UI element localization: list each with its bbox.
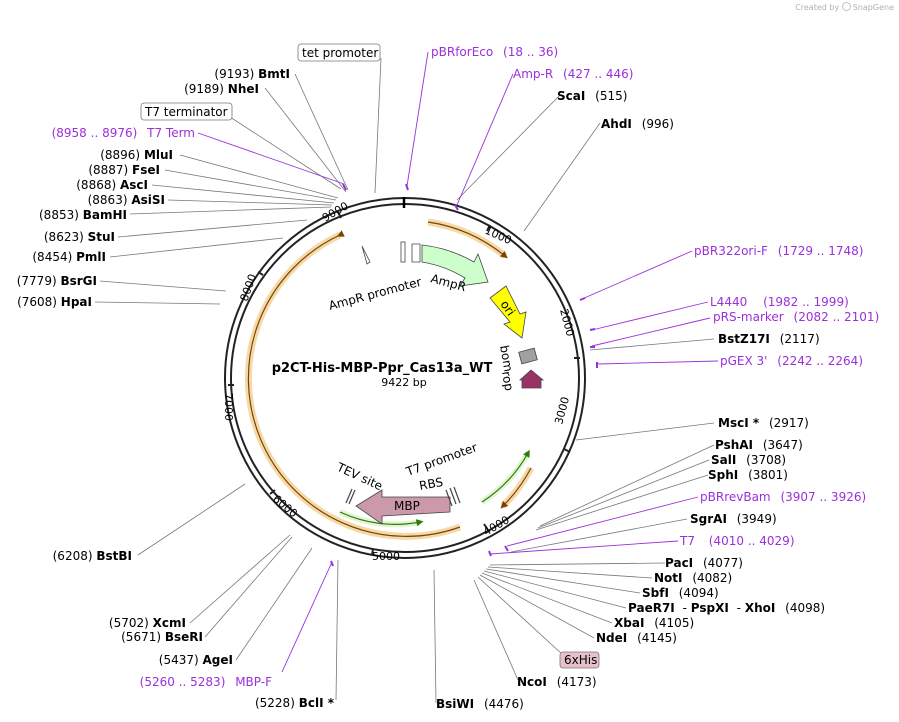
primer-pbrforeco: pBRforEco (18 .. 36) [431, 45, 558, 59]
plasmid-length: 9422 bp [381, 376, 426, 389]
his-tag-box [559, 651, 600, 669]
bom-label: bom [497, 344, 515, 373]
primer-prs-marker: pRS-marker (2082 .. 2101) [713, 310, 879, 324]
site-fsei: (8887) FseI [88, 163, 160, 177]
site-sphi: SphI (3801) [708, 468, 788, 482]
site-bseri: (5671) BseRI [121, 630, 203, 644]
t7-promoter-label: T7 promoter [403, 440, 479, 479]
site-bstbi: (6208) BstBI [53, 549, 132, 563]
site-bamhi: (8853) BamHI [39, 208, 127, 222]
tick-label: 5000 [372, 550, 400, 563]
site-scai: ScaI (515) [557, 89, 627, 103]
site-pmli: (8454) PmlI [32, 250, 106, 264]
ori-arrow [489, 285, 527, 339]
site-sbfi: SbfI (4094) [642, 586, 719, 600]
site-bstz17i: BstZ17I (2117) [718, 332, 820, 346]
tick-label: 4000 [481, 513, 512, 538]
primer-pbr322ori-f: pBR322ori-F (1729 .. 1748) [694, 244, 863, 258]
ampr-promoter-label: AmpR promoter [327, 275, 423, 313]
misc-feature [400, 241, 406, 263]
t7-terminator-label: T7 terminator [144, 105, 228, 119]
site-sali: SalI (3708) [711, 453, 786, 467]
plasmid-name: p2CT-His-MBP-Ppr_Cas13a_WT [272, 361, 493, 376]
site-bmti: (9193) BmtI [214, 67, 290, 81]
mbp-gene-arrow [355, 489, 451, 525]
site-paer7i-pspxi-xhoi: PaeR7I - PspXI - XhoI (4098) [628, 601, 825, 615]
primer-pgex-3: pGEX 3' (2242 .. 2264) [720, 354, 863, 368]
site-nhei: (9189) NheI [184, 82, 259, 96]
tet-promoter-label: tet promoter [302, 46, 378, 60]
misc-feature [411, 243, 421, 263]
leader-lines [94, 57, 715, 704]
site-asci: (8868) AscI [76, 178, 148, 192]
site-ahdi: AhdI (996) [601, 117, 674, 131]
primer-mbp-f: (5260 .. 5283) MBP-F [140, 675, 272, 689]
site-paci: PacI (4077) [665, 556, 743, 570]
tick-label: 3000 [552, 395, 572, 425]
snapgene-logo-icon [841, 2, 851, 11]
site-ndei: NdeI (4145) [596, 631, 677, 645]
ampr-promoter-arrow [361, 245, 371, 265]
primer-pbrrevbam: pBRrevBam (3907 .. 3926) [700, 490, 866, 504]
rbs-label: RBS [418, 475, 444, 493]
site-ncoi: NcoI (4173) [517, 675, 597, 689]
site-bsiwi: BsiWI (4476) [436, 697, 524, 711]
snapgene-credit: Created by SnapGene [795, 2, 894, 12]
right-sites: ScaI (515) AhdI (996) BstZ17I (2117) Msc… [436, 89, 825, 711]
site-stui: (8623) StuI [44, 230, 115, 244]
left-sites: (9193) BmtI (9189) NheI (8896) MluI (888… [17, 67, 335, 710]
site-pshai: PshAI (3647) [715, 438, 803, 452]
primer-t7: T7 (4010 .. 4029) [679, 534, 795, 548]
site-bsrgi: (7779) BsrGI [17, 274, 97, 288]
boxed-labels: tet promoter T7 terminator 6xHis [140, 43, 600, 669]
tick-label: 9000 [320, 199, 351, 224]
primer-t7-term: (8958 .. 8976) T7 Term [52, 126, 195, 140]
site-xcmi: (5702) XcmI [109, 616, 186, 630]
feature-labels: AmpR promoter AmpR ori bom rop TEV site … [327, 271, 518, 513]
mbp-label: MBP [394, 499, 420, 513]
tev-site-marker [345, 488, 353, 504]
site-sgrai: SgrAI (3949) [690, 512, 777, 526]
rbs-marker [445, 489, 453, 507]
ampr-gene-arrow [421, 244, 489, 287]
site-msci: MscI * (2917) [718, 416, 809, 430]
rop-arrow [518, 369, 545, 389]
primer-labels: pBRforEco (18 .. 36) Amp-R (427 .. 446) … [52, 45, 880, 689]
tick-label: 6000 [270, 492, 300, 520]
green-orf-arcs [338, 449, 531, 528]
site-asisi: (8863) AsiSI [88, 193, 165, 207]
credit-brand: SnapGene [852, 3, 894, 12]
site-xbai: XbaI (4105) [614, 616, 694, 630]
site-mlui: (8896) MluI [100, 148, 173, 162]
bom-box [518, 347, 538, 365]
primer-marks [330, 183, 598, 567]
tick-label: 2000 [557, 307, 577, 337]
site-hpai: (7608) HpaI [17, 295, 92, 309]
t7-terminator-box [140, 102, 233, 121]
primer-l4440: L4440 (1982 .. 1999) [710, 295, 849, 309]
rop-label: rop [499, 370, 516, 392]
features [345, 241, 545, 525]
site-noti: NotI (4082) [654, 571, 732, 585]
primer-leader-lines [197, 51, 719, 673]
site-agei: (5437) AgeI [159, 653, 233, 667]
his-tag-label: 6xHis [564, 653, 597, 667]
t7-promoter-marker [453, 486, 461, 504]
site-bcli: (5228) BclI * [255, 696, 335, 710]
tev-site-label: TEV site [334, 460, 385, 494]
tet-promoter-box [297, 43, 381, 62]
orf-arcs [244, 218, 535, 540]
tick-label: 7000 [222, 393, 235, 421]
credit-text: Created by [795, 3, 840, 12]
primer-amp-r: Amp-R (427 .. 446) [513, 67, 633, 81]
